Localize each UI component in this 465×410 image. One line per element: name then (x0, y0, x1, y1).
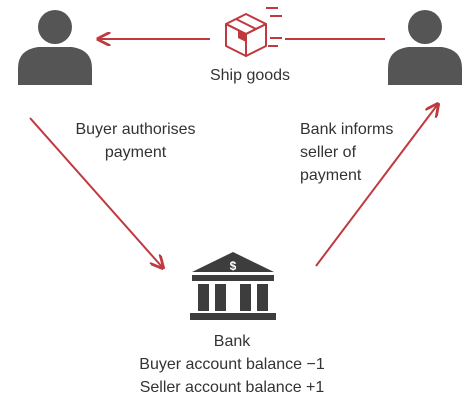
seller-person-icon (388, 10, 462, 85)
bank-informs-line-3: payment (300, 167, 362, 184)
bank-building-icon (190, 252, 276, 320)
package-tape (238, 30, 246, 42)
bank-dollar-sign-icon: $ (230, 259, 237, 273)
buyer-authorises-label: Buyer authorises payment (48, 118, 223, 164)
seller-balance-line: Seller account balance +1 (139, 379, 325, 396)
bank-informs-label: Bank informs seller of payment (300, 118, 450, 187)
buyer-to-bank-arrow (29, 117, 163, 268)
bank-informs-line-1: Bank informs (300, 121, 394, 138)
bank-caption: Bank Buyer account balance −1 Seller acc… (92, 330, 372, 399)
buyer-person-icon (18, 10, 92, 85)
bank-name: Bank (213, 333, 251, 350)
buyer-authorises-line-2: payment (104, 144, 167, 161)
ship-goods-label: Ship goods (209, 67, 291, 84)
package-icon (225, 7, 282, 57)
bank-informs-line-2: seller of (300, 144, 357, 161)
buyer-balance-line: Buyer account balance −1 (139, 356, 325, 373)
buyer-authorises-line-1: Buyer authorises (75, 121, 196, 138)
bank-to-seller-arrow (315, 104, 438, 267)
